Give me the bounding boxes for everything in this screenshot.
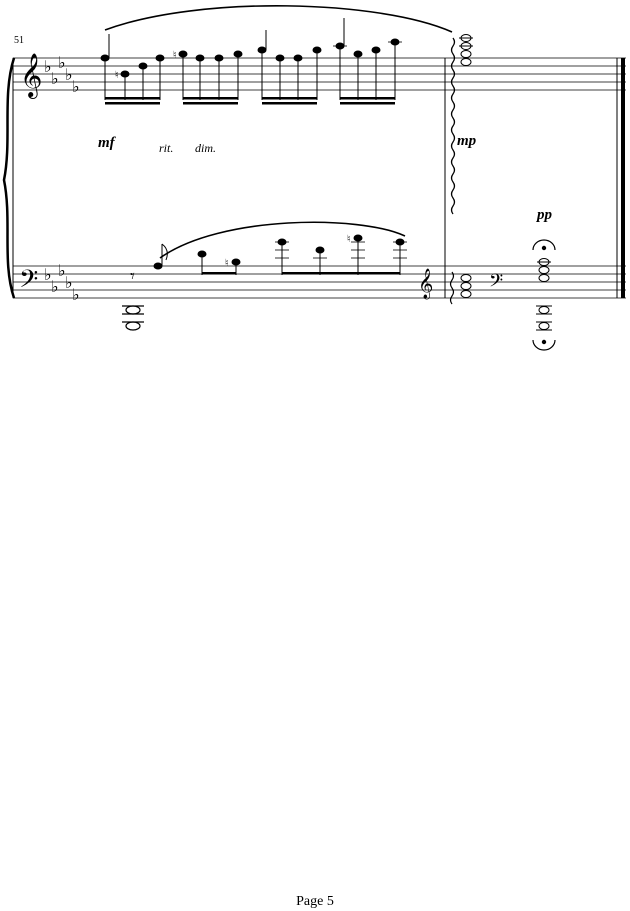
expression-rit: rit. (159, 141, 174, 155)
treble-note-group-1: ♮ (100, 34, 165, 105)
svg-text:♮: ♮ (347, 234, 351, 245)
svg-text:♮: ♮ (173, 50, 177, 61)
svg-text:♭: ♭ (72, 285, 80, 304)
bass-slur (159, 221, 406, 259)
bass-note-group: ♮ ♮ (153, 234, 407, 275)
treble-note-group-2: ♮ (173, 50, 243, 105)
dynamic-mf: mf (98, 135, 115, 151)
dynamic-pp: pp (537, 207, 552, 223)
svg-text:♮: ♮ (225, 258, 229, 269)
fermata-upper (532, 239, 556, 251)
measure-number: 51 (14, 35, 24, 46)
treble-clef-change: 𝄞 (418, 268, 433, 300)
final-low-notes (536, 305, 552, 331)
expression-dim: dim. (195, 141, 216, 155)
treble-clef: 𝄞 (20, 53, 42, 99)
bass-arpeggio-chord (460, 274, 472, 298)
treble-staff (13, 57, 626, 91)
svg-text:♭: ♭ (65, 65, 73, 84)
svg-text:♭: ♭ (65, 273, 73, 292)
treble-arpeggio-chord (459, 34, 473, 66)
bass-key-signature: ♭ ♭ ♭ ♭ ♭ (44, 261, 80, 304)
treble-slur (104, 5, 453, 33)
svg-text:♭: ♭ (51, 277, 59, 296)
fermata-lower (532, 339, 556, 351)
svg-text:♭: ♭ (58, 53, 66, 72)
bass-clef-change: 𝄢 (489, 271, 503, 296)
svg-text:♭: ♭ (44, 57, 52, 76)
svg-text:♭: ♭ (58, 261, 66, 280)
grand-staff-brace (2, 57, 16, 299)
treble-key-signature: ♭ ♭ ♭ ♭ ♭ (44, 53, 80, 96)
treble-note-group-4 (333, 18, 402, 105)
svg-text:♭: ♭ (44, 265, 52, 284)
bass-whole-note-octave (122, 305, 144, 331)
page-number: Page 5 (296, 894, 334, 909)
arpeggio-line (450, 37, 456, 215)
svg-text:♭: ♭ (51, 69, 59, 88)
eighth-rest: 𝄾 (130, 266, 135, 287)
bass-clef: 𝄢 (19, 265, 38, 300)
treble-note-group-3 (257, 30, 322, 105)
final-bass-chord (537, 258, 551, 282)
bass-arpeggio-line (449, 271, 455, 305)
svg-text:♮: ♮ (115, 70, 119, 81)
dynamic-mp: mp (457, 133, 477, 149)
svg-text:♭: ♭ (72, 77, 80, 96)
